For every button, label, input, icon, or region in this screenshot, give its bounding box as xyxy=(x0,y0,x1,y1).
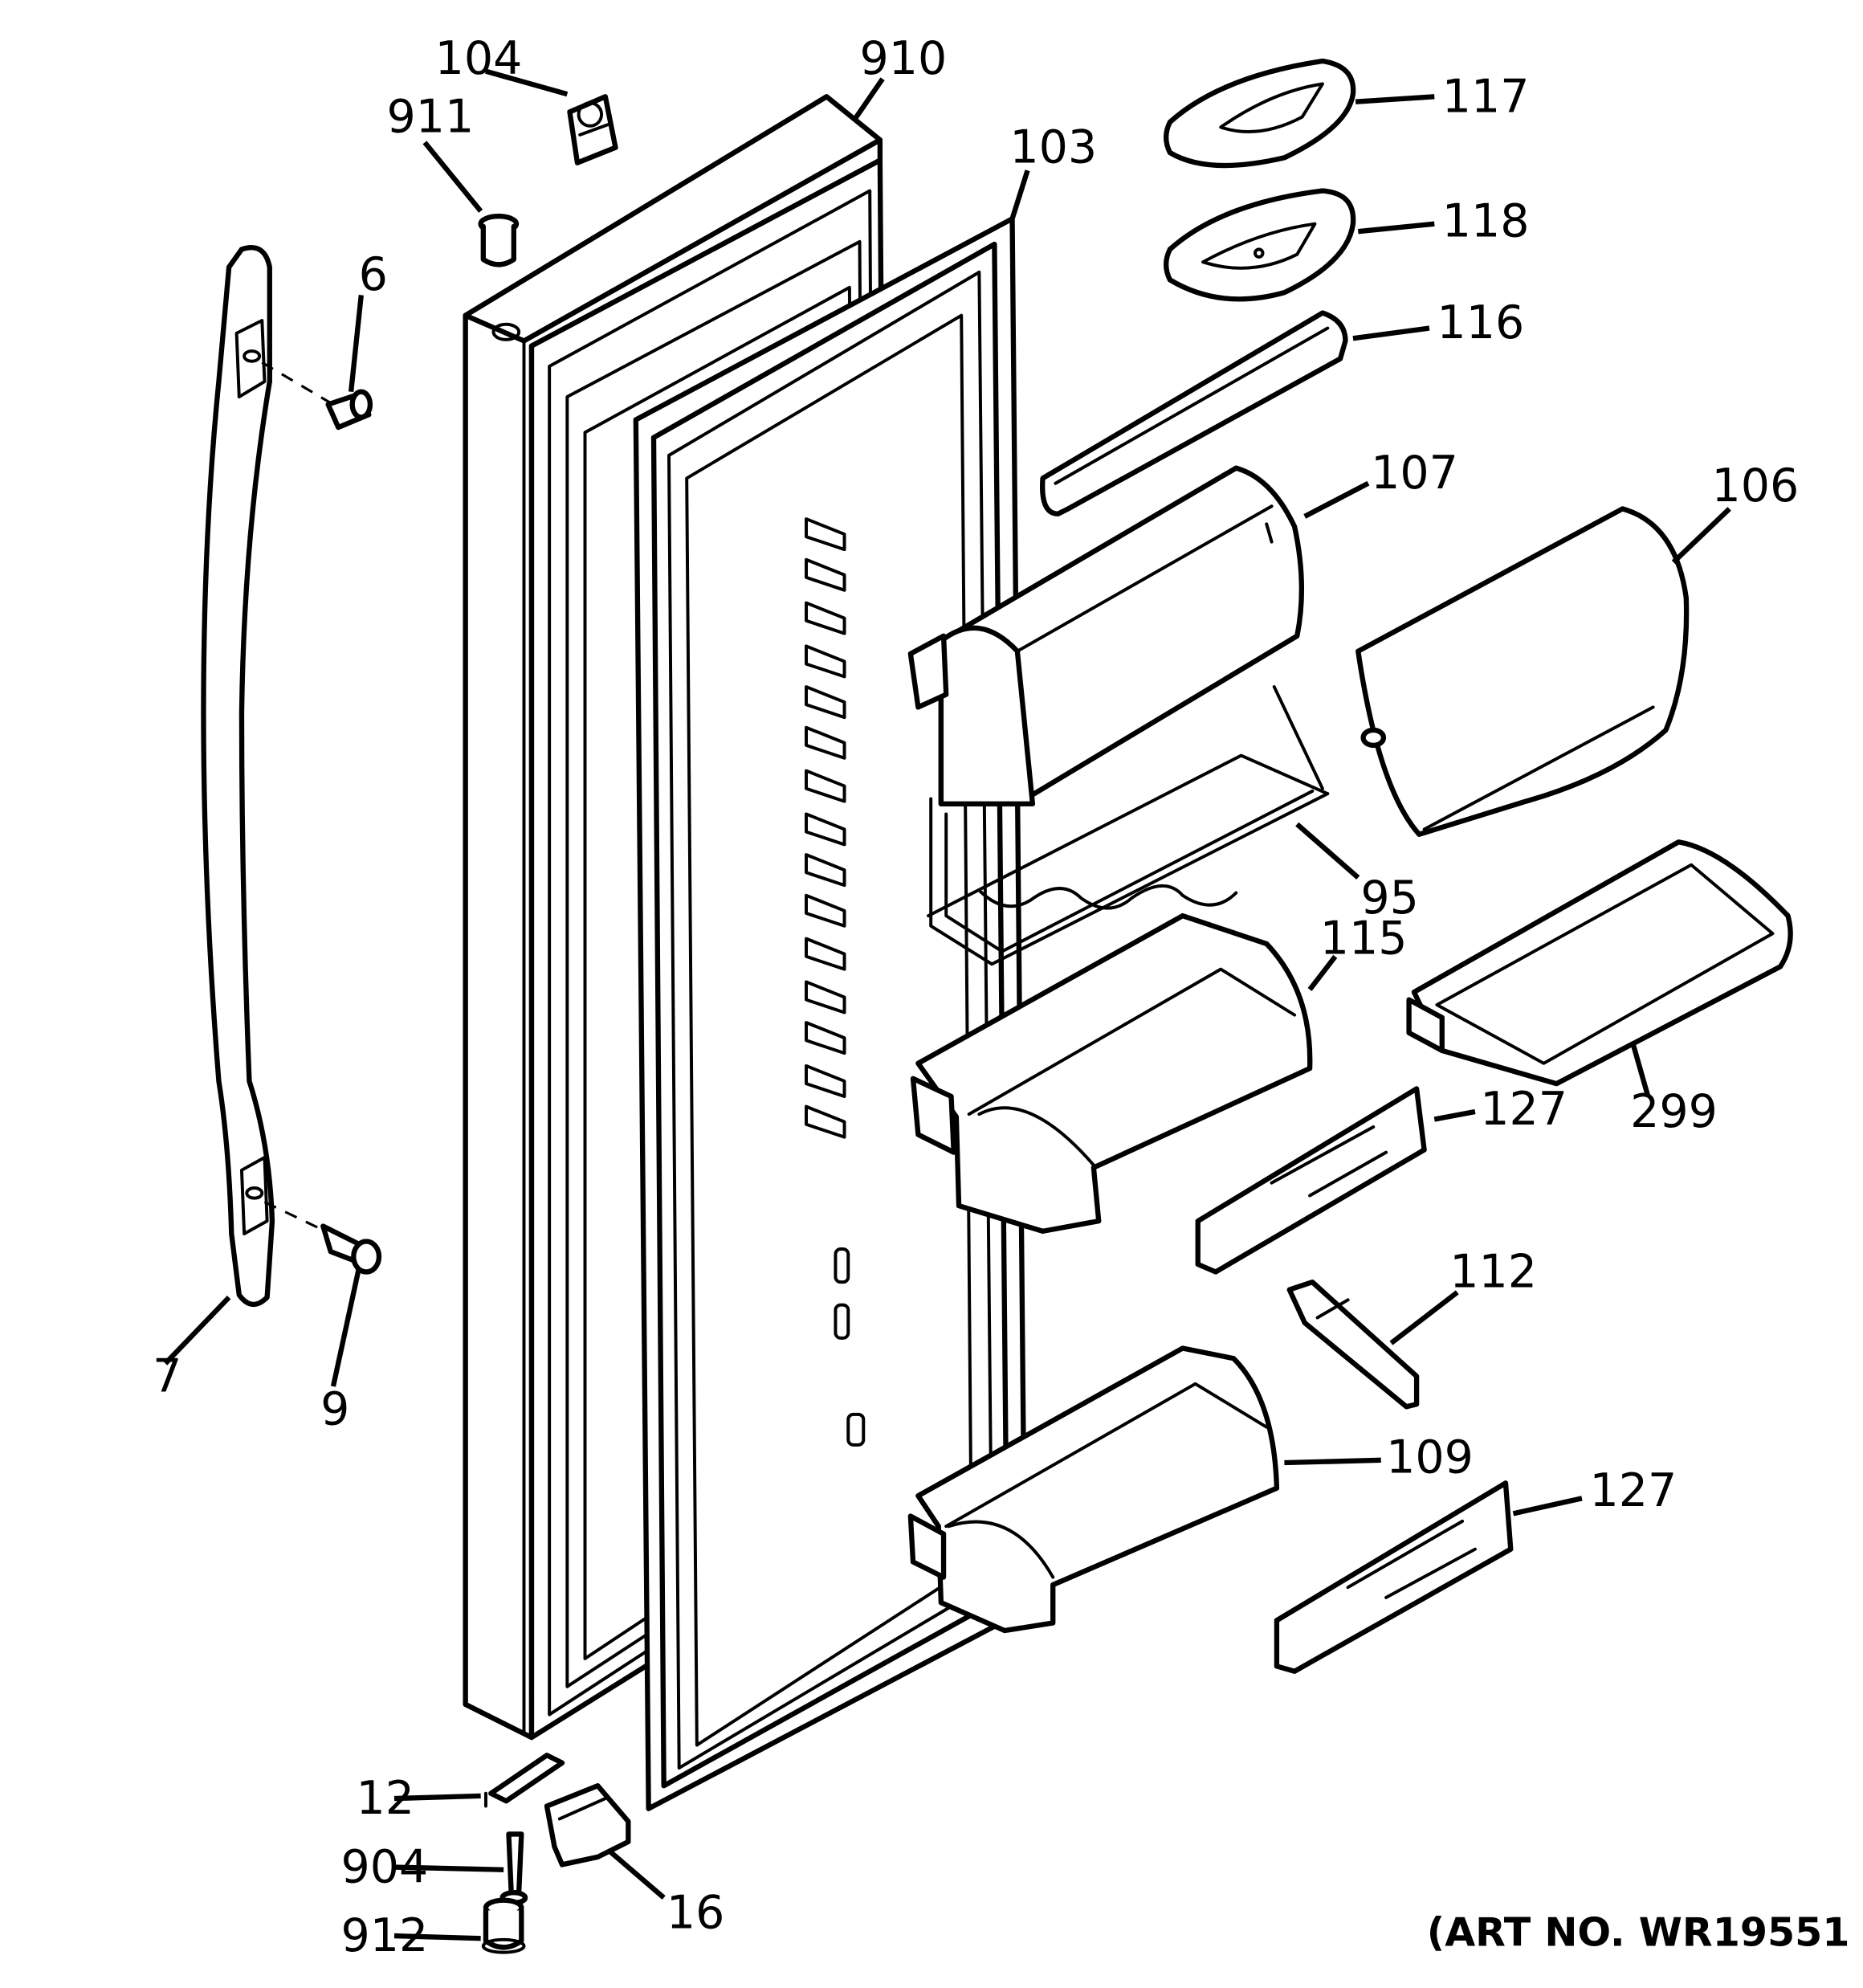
callout-107: 107 xyxy=(1371,447,1458,500)
leader-lines xyxy=(163,68,1731,1941)
callout-127-lower: 127 xyxy=(1589,1464,1677,1517)
callout-6: 6 xyxy=(359,248,388,301)
callout-127-upper: 127 xyxy=(1480,1083,1567,1136)
callout-109: 109 xyxy=(1386,1431,1474,1484)
bin-107 xyxy=(907,465,1305,806)
art-number: (ART NO. WR19551 C3) xyxy=(1427,1909,1863,1956)
callout-912: 912 xyxy=(340,1909,428,1962)
wire-rack xyxy=(927,685,1330,966)
bin-299 xyxy=(1406,839,1793,1087)
hinge-bracket-16 xyxy=(544,1783,631,1868)
bin-front-127-upper xyxy=(1195,1086,1427,1275)
callout-labels: 104 910 911 103 117 118 116 6 107 106 95… xyxy=(153,32,1799,1962)
callout-116: 116 xyxy=(1437,296,1524,349)
callout-299: 299 xyxy=(1630,1085,1718,1138)
bin-109 xyxy=(907,1345,1280,1634)
bin-divider-112 xyxy=(1286,1279,1420,1410)
callout-904: 904 xyxy=(340,1841,428,1894)
liner-shelf-tabs xyxy=(805,517,866,1447)
dairy-compartment-cover xyxy=(1163,58,1356,169)
screw-904 xyxy=(499,1831,528,1906)
callout-117: 117 xyxy=(1442,70,1530,123)
callout-112: 112 xyxy=(1449,1245,1537,1298)
shelf-trim xyxy=(1039,310,1348,516)
handle-stud-9 xyxy=(263,1200,382,1275)
callout-911: 911 xyxy=(386,91,474,144)
handle-stud-6 xyxy=(261,361,373,431)
callout-104: 104 xyxy=(435,32,523,85)
callout-7: 7 xyxy=(153,1349,181,1402)
hinge-shim-12 xyxy=(484,1753,565,1808)
callout-12: 12 xyxy=(356,1772,414,1825)
door-gasket xyxy=(633,216,1028,1811)
callout-118: 118 xyxy=(1442,195,1530,248)
callout-115: 115 xyxy=(1320,912,1408,965)
hinge-bushing-top xyxy=(478,214,520,267)
hinge-bushing-bottom xyxy=(481,1897,526,1954)
door-handle xyxy=(201,245,275,1308)
bin-front-127-lower xyxy=(1274,1480,1514,1674)
callout-9: 9 xyxy=(320,1383,349,1436)
callout-910: 910 xyxy=(860,32,948,85)
dairy-compartment-base xyxy=(1163,188,1356,302)
callout-95: 95 xyxy=(1360,872,1419,925)
bin-106 xyxy=(1355,506,1690,837)
bin-115 xyxy=(910,912,1313,1234)
callout-16: 16 xyxy=(667,1887,725,1940)
callout-103: 103 xyxy=(1009,121,1097,174)
callout-106: 106 xyxy=(1711,459,1799,512)
nameplate xyxy=(567,94,618,165)
